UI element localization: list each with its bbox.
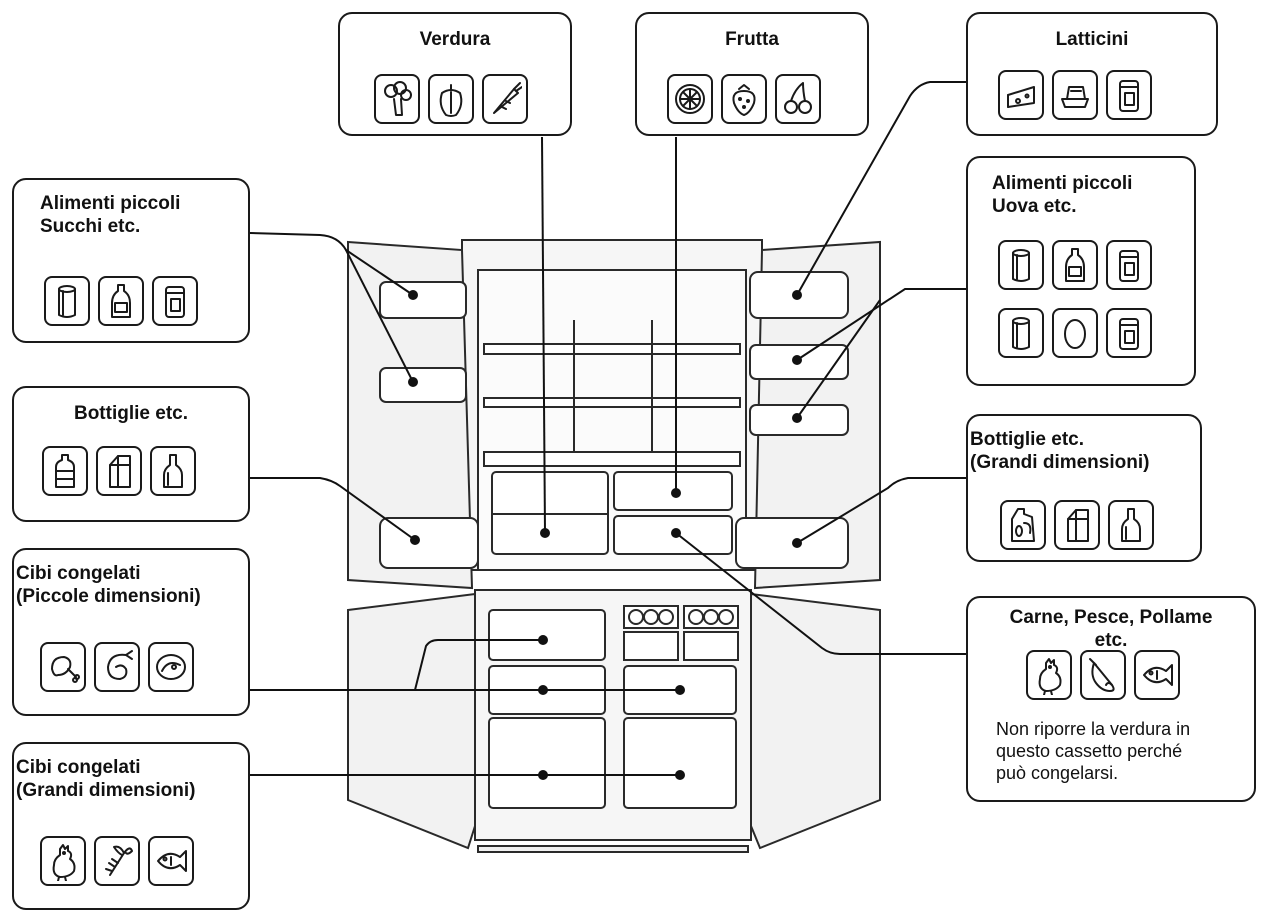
shelf-top — [483, 343, 741, 355]
icon-row — [1000, 500, 1154, 550]
icon-row — [1026, 650, 1180, 700]
label-verdura: Verdura — [338, 12, 572, 136]
butter-dish-icon — [1052, 70, 1098, 120]
water-bottle-icon — [42, 446, 88, 496]
label-title: Verdura — [419, 29, 491, 50]
egg-icon — [1052, 308, 1098, 358]
wine-bottle-icon — [1108, 500, 1154, 550]
can-icon — [998, 240, 1044, 290]
jar-icon — [1106, 70, 1152, 120]
label-title: Bottiglie etc. — [73, 403, 188, 424]
jar-icon — [1106, 240, 1152, 290]
label-bottiglie-grandi: Bottiglie etc. (Grandi dimensioni) — [966, 414, 1202, 562]
freezer-drawer-1 — [488, 609, 606, 661]
pepper-icon — [428, 74, 474, 124]
fish-steak-icon — [148, 642, 194, 692]
label-alimenti-succhi: Alimenti piccoli Succhi etc. — [12, 178, 250, 343]
ice-maker-right — [683, 605, 739, 629]
milk-carton-icon — [96, 446, 142, 496]
bottle-icon — [98, 276, 144, 326]
icon-grid — [998, 240, 1160, 358]
cheese-icon — [998, 70, 1044, 120]
right-freezer-door — [750, 592, 881, 850]
icon-row — [374, 74, 528, 124]
label-latticini: Latticini — [966, 12, 1218, 136]
milk-carton-icon — [1054, 500, 1100, 550]
label-title: Alimenti piccoli Succhi etc. — [40, 193, 181, 237]
left-freezer-door — [347, 592, 476, 850]
broccoli-icon — [374, 74, 420, 124]
label-title: Cibi congelati (Piccole dimensioni) — [16, 563, 201, 607]
shrimp-icon — [94, 642, 140, 692]
left-door-bin-2 — [379, 367, 467, 403]
citrus-slice-icon — [667, 74, 713, 124]
shelf-bottom — [483, 451, 741, 467]
label-title: Carne, Pesce, Pollame etc. — [1009, 607, 1213, 651]
ice-maker-left — [623, 605, 679, 629]
cherry-icon — [775, 74, 821, 124]
label-congelati-grandi: Cibi congelati (Grandi dimensioni) — [12, 742, 250, 910]
fish-icon — [1134, 650, 1180, 700]
label-alimenti-uova: Alimenti piccoli Uova etc. — [966, 156, 1196, 386]
label-congelati-piccoli: Cibi congelati (Piccole dimensioni) — [12, 548, 250, 716]
left-door-bin-1 — [379, 281, 467, 319]
icon-row — [40, 836, 194, 886]
warning-note: Non riporre la verdura in questo cassett… — [996, 719, 1191, 783]
jar-icon — [152, 276, 198, 326]
label-title: Cibi congelati (Grandi dimensioni) — [16, 757, 196, 801]
label-carne-pesce-pollame: Carne, Pesce, Pollame etc. Non riporre l… — [966, 596, 1256, 802]
lobster-icon — [94, 836, 140, 886]
freezer-drawer-5 — [623, 717, 737, 809]
label-title: Frutta — [725, 29, 779, 50]
label-title: Latticini — [1055, 29, 1129, 50]
fish-icon — [148, 836, 194, 886]
freezer-drawer-4 — [488, 717, 606, 809]
wine-bottle-icon — [150, 446, 196, 496]
rooster-icon — [40, 836, 86, 886]
strawberry-icon — [721, 74, 767, 124]
can-icon — [44, 276, 90, 326]
left-fridge-door — [347, 240, 474, 590]
jug-icon — [1000, 500, 1046, 550]
bottle-icon — [1052, 240, 1098, 290]
can-icon — [998, 308, 1044, 358]
icon-row — [44, 276, 198, 326]
icon-row — [667, 74, 821, 124]
label-title: Alimenti piccoli Uova etc. — [992, 173, 1133, 217]
label-frutta: Frutta — [635, 12, 869, 136]
label-title: Bottiglie etc. (Grandi dimensioni) — [970, 429, 1150, 473]
shelf-middle — [483, 397, 741, 408]
left-door-bin-3 — [379, 517, 479, 569]
label-bottiglie: Bottiglie etc. — [12, 386, 250, 522]
chicken-leg-icon — [40, 642, 86, 692]
rooster-icon — [1026, 650, 1072, 700]
carrot-icon — [482, 74, 528, 124]
icon-row — [40, 642, 194, 692]
icon-row — [998, 70, 1152, 120]
jar-icon — [1106, 308, 1152, 358]
icon-row — [42, 446, 196, 496]
ham-icon — [1080, 650, 1126, 700]
